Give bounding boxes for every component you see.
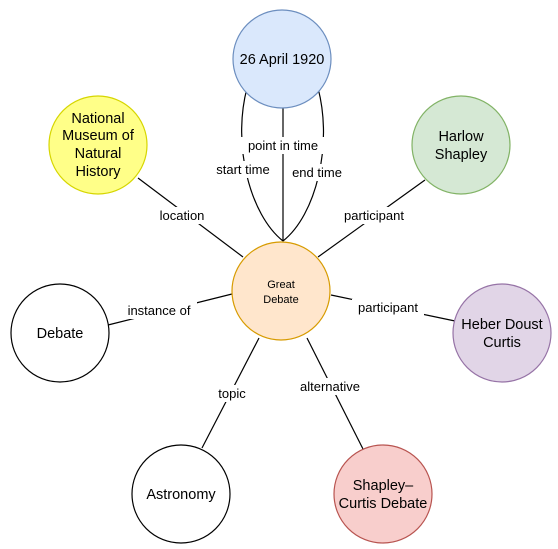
edge-label-participant-curtis: participant <box>358 300 418 315</box>
node-national-museum-label-line-2: Museum of <box>62 128 135 144</box>
node-heber-doust-curtis[interactable]: Heber Doust Curtis <box>452 283 552 383</box>
node-shapley-curtis-debate-label-line-2: Curtis Debate <box>339 496 428 512</box>
node-national-museum-circle <box>48 95 148 195</box>
node-great-debate[interactable]: Great Debate <box>231 241 331 341</box>
node-national-museum-label-line-4: History <box>75 164 121 180</box>
node-heber-doust-curtis-circle <box>452 283 552 383</box>
node-shapley-curtis-debate-circle <box>333 444 433 544</box>
edge-label-topic: topic <box>218 386 246 401</box>
node-astronomy-label: Astronomy <box>146 487 216 503</box>
node-great-debate-label-line-2: Debate <box>263 294 298 306</box>
node-shapley-curtis-debate-label-line-1: Shapley– <box>353 478 414 494</box>
edge-label-start-time: start time <box>216 162 269 177</box>
node-26-april-1920-label: 26 April 1920 <box>240 52 325 68</box>
edge-label-alternative: alternative <box>300 379 360 394</box>
edge-label-instance-of: instance of <box>128 303 191 318</box>
node-harlow-shapley-label-line-1: Harlow <box>438 129 484 145</box>
node-great-debate-label-line-1: Great <box>267 279 295 291</box>
edge-labels: start time point in time end time locati… <box>121 137 424 402</box>
node-26-april-1920[interactable]: 26 April 1920 <box>232 9 332 109</box>
node-heber-doust-curtis-label-line-2: Curtis <box>483 335 521 351</box>
node-national-museum[interactable]: National Museum of Natural History <box>48 95 148 195</box>
edge-label-participant-shapley: participant <box>344 208 404 223</box>
node-harlow-shapley[interactable]: Harlow Shapley <box>411 95 511 195</box>
nodes: Great Debate 26 April 1920 National Muse… <box>10 9 552 544</box>
edge-label-point-in-time: point in time <box>248 138 318 153</box>
node-26-april-1920-circle <box>232 9 332 109</box>
node-harlow-shapley-label-line-2: Shapley <box>435 147 488 163</box>
node-debate-circle <box>10 283 110 383</box>
node-national-museum-label-line-1: National <box>71 111 124 127</box>
node-national-museum-label-line-3: Natural <box>75 146 122 162</box>
node-debate-label: Debate <box>37 326 84 342</box>
node-shapley-curtis-debate[interactable]: Shapley– Curtis Debate <box>333 444 433 544</box>
edge-label-location: location <box>160 208 205 223</box>
node-debate[interactable]: Debate <box>10 283 110 383</box>
node-harlow-shapley-circle <box>411 95 511 195</box>
node-astronomy[interactable]: Astronomy <box>131 444 231 544</box>
node-astronomy-circle <box>131 444 231 544</box>
edge-label-end-time: end time <box>292 165 342 180</box>
node-heber-doust-curtis-label-line-1: Heber Doust <box>461 317 542 333</box>
node-great-debate-circle <box>231 241 331 341</box>
